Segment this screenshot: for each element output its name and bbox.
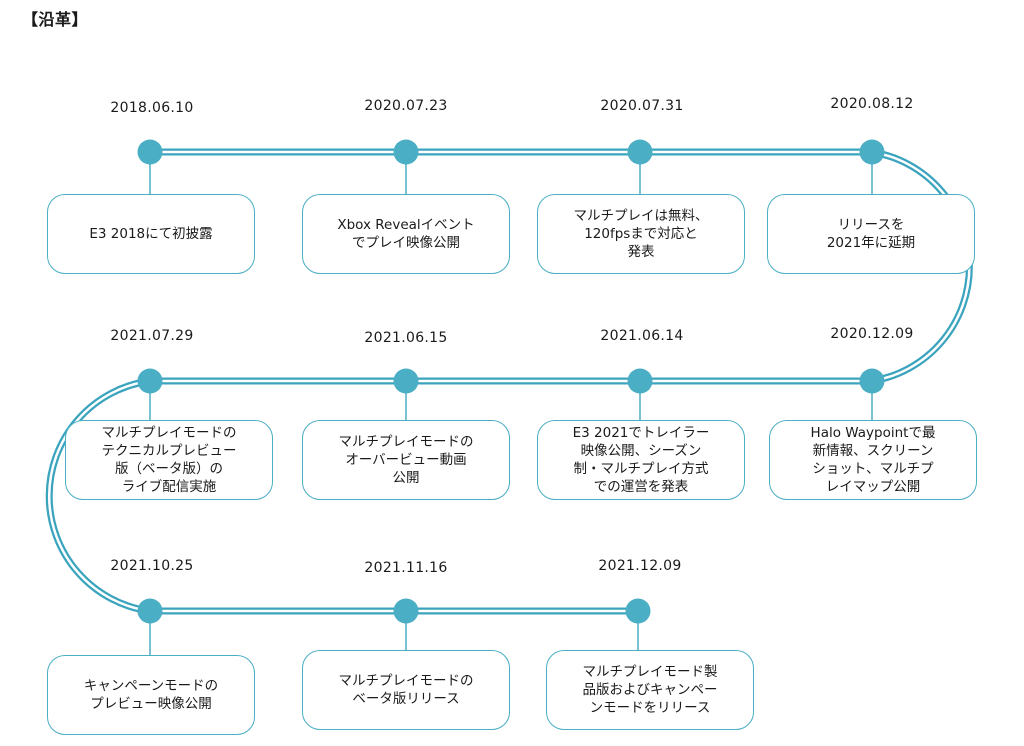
timeline-node [627, 368, 653, 394]
page-title: 【沿革】 [22, 10, 89, 29]
event-date: 2020.07.31 [600, 98, 684, 114]
timeline-node [859, 139, 885, 165]
event-box: マルチプレイは無料、 120fpsまで対応と 発表 [537, 194, 745, 274]
event-box: Halo Waypointで最 新情報、スクリーン ショット、マルチプ レイマッ… [769, 420, 977, 500]
event-text: Xbox Revealイベント でプレイ映像公開 [337, 217, 475, 251]
event-box: リリースを 2021年に延期 [767, 194, 975, 274]
event-text: マルチプレイモードの オーバービュー動画 公開 [338, 434, 474, 486]
event-text: キャンペーンモードの プレビュー映像公開 [83, 678, 219, 712]
timeline-node [859, 368, 885, 394]
event-text: マルチプレイモードの ベータ版リリース [338, 673, 474, 707]
event-box: マルチプレイモードの テクニカルプレビュー 版（ベータ版）の ライブ配信実施 [65, 420, 273, 500]
event-date: 2020.12.09 [830, 326, 914, 342]
event-text: リリースを 2021年に延期 [826, 217, 916, 251]
event-date: 2021.12.09 [598, 558, 682, 574]
event-text: マルチプレイモード製 品版およびキャンペー ンモードをリリース [582, 664, 718, 716]
timeline-node [625, 598, 651, 624]
event-date: 2021.10.25 [110, 558, 194, 574]
timeline-node [393, 368, 419, 394]
event-date: 2021.06.15 [364, 330, 448, 346]
event-date: 2018.06.10 [110, 100, 194, 116]
event-box: キャンペーンモードの プレビュー映像公開 [47, 655, 255, 735]
timeline-node [137, 368, 163, 394]
event-date: 2021.06.14 [600, 328, 684, 344]
event-date: 2021.07.29 [110, 328, 194, 344]
event-text: E3 2021でトレイラー 映像公開、シーズン 制・マルチプレイ方式 での運営を… [572, 425, 710, 495]
event-box: Xbox Revealイベント でプレイ映像公開 [302, 194, 510, 274]
timeline-node [393, 598, 419, 624]
event-box: E3 2021でトレイラー 映像公開、シーズン 制・マルチプレイ方式 での運営を… [537, 420, 745, 500]
event-text: マルチプレイは無料、 120fpsまで対応と 発表 [573, 208, 709, 260]
timeline-node [137, 139, 163, 165]
event-text: Halo Waypointで最 新情報、スクリーン ショット、マルチプ レイマッ… [810, 425, 936, 495]
timeline-node [393, 139, 419, 165]
event-text: マルチプレイモードの テクニカルプレビュー 版（ベータ版）の ライブ配信実施 [101, 425, 237, 495]
event-box: E3 2018にて初披露 [47, 194, 255, 274]
event-box: マルチプレイモードの ベータ版リリース [302, 650, 510, 730]
timeline-node [137, 598, 163, 624]
event-date: 2021.11.16 [364, 560, 448, 576]
event-text: E3 2018にて初披露 [89, 226, 213, 242]
event-date: 2020.07.23 [364, 98, 448, 114]
timeline-node [627, 139, 653, 165]
event-box: マルチプレイモードの オーバービュー動画 公開 [302, 420, 510, 500]
event-box: マルチプレイモード製 品版およびキャンペー ンモードをリリース [546, 650, 754, 730]
event-date: 2020.08.12 [830, 96, 914, 112]
